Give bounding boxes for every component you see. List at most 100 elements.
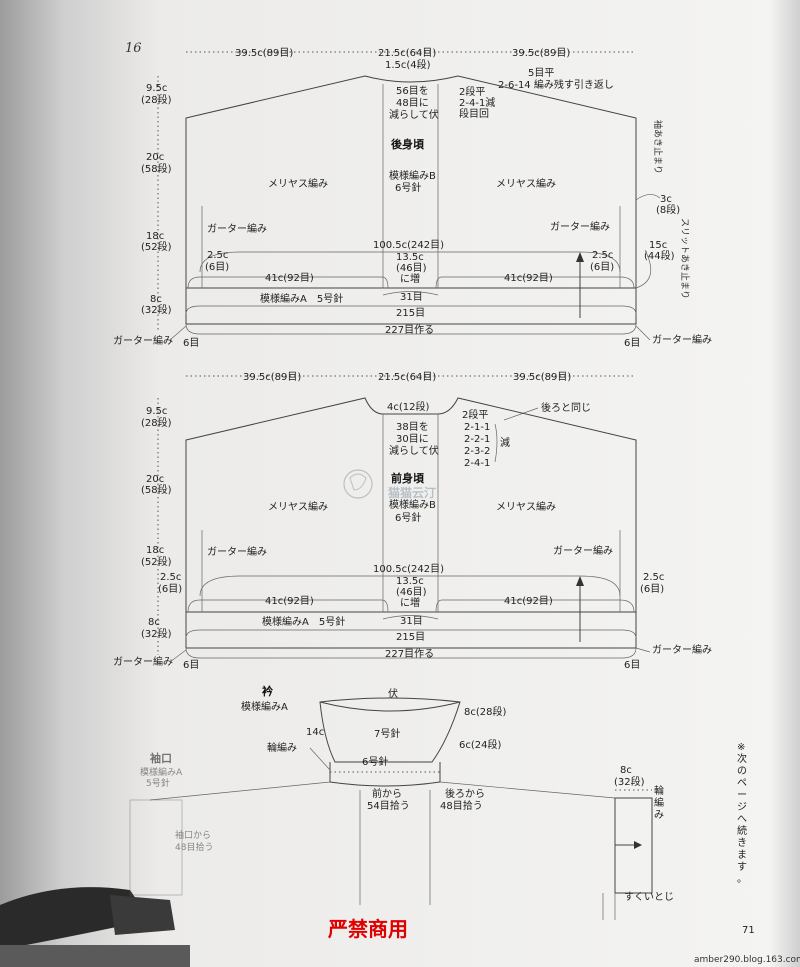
front-h2-b: (58段) (141, 483, 172, 496)
front-h3-a: 18c (146, 545, 164, 556)
back-slit-h-a: 3c (660, 194, 672, 205)
back-right-body: メリヤス編み (496, 177, 556, 190)
collar-bind: 伏 (388, 687, 398, 700)
front-h3-b: (52段) (141, 555, 172, 568)
front-title: 前身頃 (391, 471, 425, 485)
back-slit-stop: スリットあき止まり (679, 218, 691, 299)
page-edge (770, 0, 800, 967)
continued-char-0: ※ (737, 742, 745, 753)
back-body-diagram: 39.5c(89目) 21.5c(64目) 39.5c(89目) 1.5c(4段… (113, 48, 712, 349)
front-h5-b: (6目) (158, 584, 182, 595)
front-neck-dec-5: 2-4-1 (464, 458, 490, 469)
back-side-right-a: 2.5c (592, 250, 613, 261)
front-six-left: 6目 (183, 660, 199, 671)
front-h1-a: 9.5c (146, 406, 167, 417)
front-dec-word: 減 (500, 436, 510, 449)
back-center-pattern-1: 模様編みB (389, 169, 436, 182)
cuff-pattern-1: 模様編みA (140, 766, 183, 778)
front-neck-dec-2: 2-1-1 (464, 422, 490, 433)
collar-front-pick-1: 前から (372, 787, 402, 800)
front-neck-dec-1: 2段平 (462, 408, 488, 421)
back-slit-len-b: (44段) (644, 249, 675, 262)
continued-char-1: 次 (737, 752, 747, 765)
front-rib: 模様編みA 5号針 (262, 615, 345, 628)
back-center-inc-2: (46目) (396, 263, 427, 274)
collar-title: 衿 (262, 684, 273, 698)
continued-char-4: ー (737, 790, 747, 801)
front-top-right-dim: 39.5c(89目) (513, 372, 571, 383)
back-garter-left: ガーター編み (207, 222, 267, 235)
cuff-detail-rib-1: 輪 (654, 784, 664, 797)
back-neck-dec-1: 2段平 (459, 85, 485, 98)
collar-rib: 輪編み (267, 741, 297, 754)
front-right-body: メリヤス編み (496, 500, 556, 513)
front-w215: 215目 (396, 632, 425, 643)
back-w31: 31目 (400, 292, 423, 303)
page-number: 16 (125, 41, 142, 56)
back-h2-a: 20c (146, 152, 164, 163)
front-neck-bind-1: 38目を (396, 421, 429, 433)
continued-char-10: す (737, 861, 747, 873)
back-w41-left: 41c(92目) (265, 273, 314, 284)
front-w227: 227目作る (385, 648, 434, 660)
front-same-back: 後ろと同じ (541, 401, 591, 414)
collar-diagram: 衿 模様編みA 伏 8c(28段) 14c 7号針 6c(24段) 輪編み 6号… (149, 684, 616, 905)
front-center-inc-3: に増 (400, 596, 420, 609)
collar-h-left: 14c (306, 727, 324, 738)
front-side-right-a: 2.5c (643, 572, 664, 583)
front-garter-right: ガーター編み (553, 544, 613, 557)
front-side-right-b: (6目) (640, 584, 664, 595)
back-garter-bottom-right: ガーター編み (652, 333, 712, 346)
front-w41-left: 41c(92目) (265, 596, 314, 607)
front-neck-bind-2: 30目に (396, 433, 429, 445)
cuff-detail-w-a: 8c (620, 765, 632, 776)
cuff-detail-diagram: 8c (32段) 輪 編 み すくいとじ (602, 765, 674, 920)
front-h1-b: (28段) (141, 416, 172, 429)
collar-back-pick-2: 48目拾う (440, 799, 483, 812)
back-h2-b: (58段) (141, 162, 172, 175)
back-h4-a: 8c (150, 294, 162, 305)
collar-pattern: 模様編みA (241, 700, 288, 713)
back-garter-bottom-left: ガーター編み (113, 334, 173, 347)
back-rib: 模様編みA 5号針 (260, 292, 343, 305)
back-top-right-dim: 39.5c(89目) (512, 48, 570, 59)
front-center-inc-1: 13.5c (396, 576, 424, 587)
front-top-left-dim: 39.5c(89目) (243, 372, 301, 383)
cuff-title: 袖口 (150, 751, 172, 765)
cuff-detail-w-b: (32段) (614, 775, 645, 788)
front-neck-bind-3: 減らして伏 (389, 444, 439, 457)
back-slit-h-b: (8段) (656, 203, 680, 216)
continued-char-8: き (737, 837, 747, 849)
back-h1-a: 9.5c (146, 83, 167, 94)
cuff-diagram: 袖口 模様編みA 5号針 袖口から 48目拾う (129, 751, 213, 896)
continued-char-5: ジ (737, 802, 747, 813)
front-center-pattern-1: 模様編みB (389, 498, 436, 511)
front-body-diagram: 39.5c(89目) 21.5c(64目) 39.5c(89目) 4c(12段)… (113, 372, 712, 671)
back-sleeve-open: 袖あき止まり (652, 120, 664, 174)
back-center-pattern-2: 6号針 (395, 181, 421, 194)
continued-char-3: ペ (737, 778, 747, 789)
front-h4-b: (32段) (141, 627, 172, 640)
back-center-inc-3: に増 (400, 272, 420, 285)
collar-back-pick-1: 後ろから (445, 787, 485, 800)
back-neck-dec-2: 2-4-1減 (459, 96, 495, 109)
front-six-right: 6目 (624, 660, 640, 671)
back-h3-b: (52段) (141, 240, 172, 253)
back-garter-right: ガーター編み (550, 220, 610, 233)
back-top-center-dim: 21.5c(64目) (378, 48, 436, 59)
continued-note: ※ 次 の ペ ー ジ へ 続 き ま す 。 (737, 742, 747, 885)
svg-text:猫猫云汀: 猫猫云汀 (388, 485, 436, 500)
front-top-center-dim: 21.5c(64目) (378, 372, 436, 383)
back-neck-bind-1: 56目を (396, 85, 429, 97)
back-w227: 227目作る (385, 324, 434, 336)
front-neck-depth: 4c(12段) (387, 400, 429, 413)
back-center-inc-1: 13.5c (396, 252, 424, 263)
blog-url: amber290.blog.163.com (694, 955, 800, 965)
back-top-left-dim: 39.5c(89目) (235, 48, 293, 59)
front-left-body: メリヤス編み (268, 500, 328, 513)
back-left-body: メリヤス編み (268, 177, 328, 190)
back-h1-b: (28段) (141, 93, 172, 106)
cuff-detail-join: すくいとじ (624, 891, 674, 903)
